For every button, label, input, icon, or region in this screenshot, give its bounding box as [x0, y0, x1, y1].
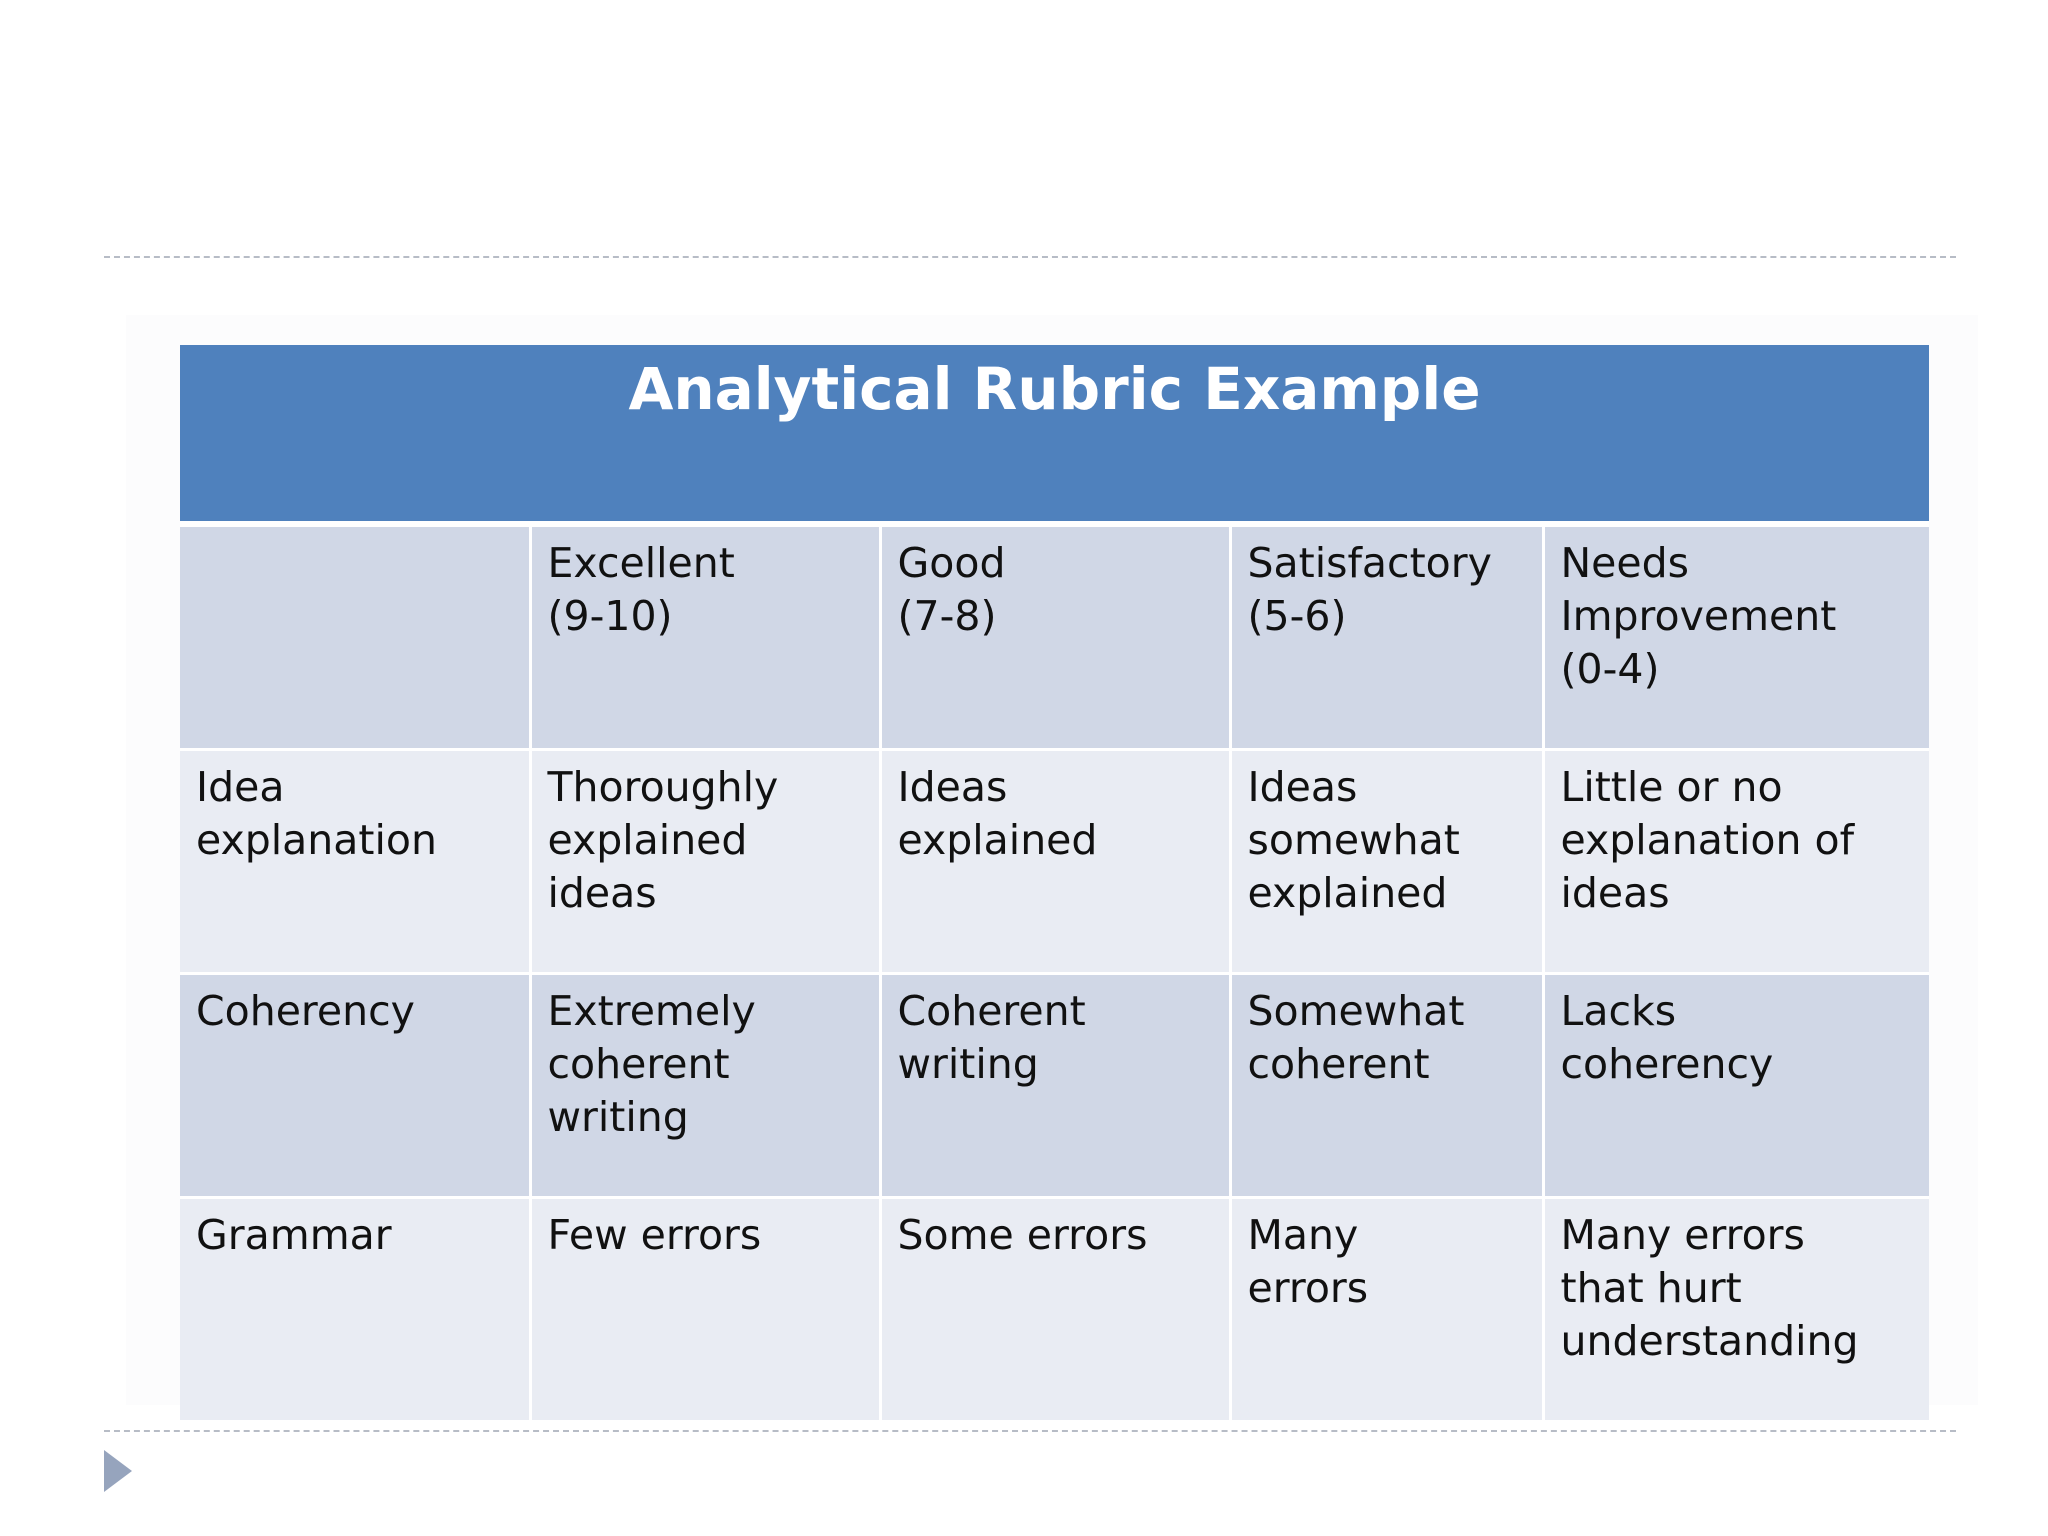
triangle-right-icon: [104, 1450, 132, 1492]
header-cell-good: Good(7-8): [880, 524, 1232, 751]
rubric-title-row: Analytical Rubric Example: [180, 345, 1930, 527]
header-cell-blank: [180, 524, 532, 751]
row-label-cell: Coherency: [180, 973, 532, 1199]
row-label-cell: Grammar: [180, 1197, 532, 1423]
top-dashed-divider: [104, 256, 1956, 258]
rubric-cell: Some errors: [880, 1197, 1232, 1423]
rubric-title: Analytical Rubric Example: [180, 345, 1930, 527]
header-cell-satisfactory: Satisfactory(5-6): [1230, 524, 1545, 751]
bottom-dashed-divider: [104, 1430, 1956, 1432]
rubric-cell: Few errors: [530, 1197, 882, 1423]
rubric-table: Analytical Rubric Example Excellent(9-10…: [180, 345, 1930, 1423]
header-cell-excellent: Excellent(9-10): [530, 524, 882, 751]
rubric-header-row: Excellent(9-10) Good(7-8) Satisfactory(5…: [180, 524, 1930, 751]
